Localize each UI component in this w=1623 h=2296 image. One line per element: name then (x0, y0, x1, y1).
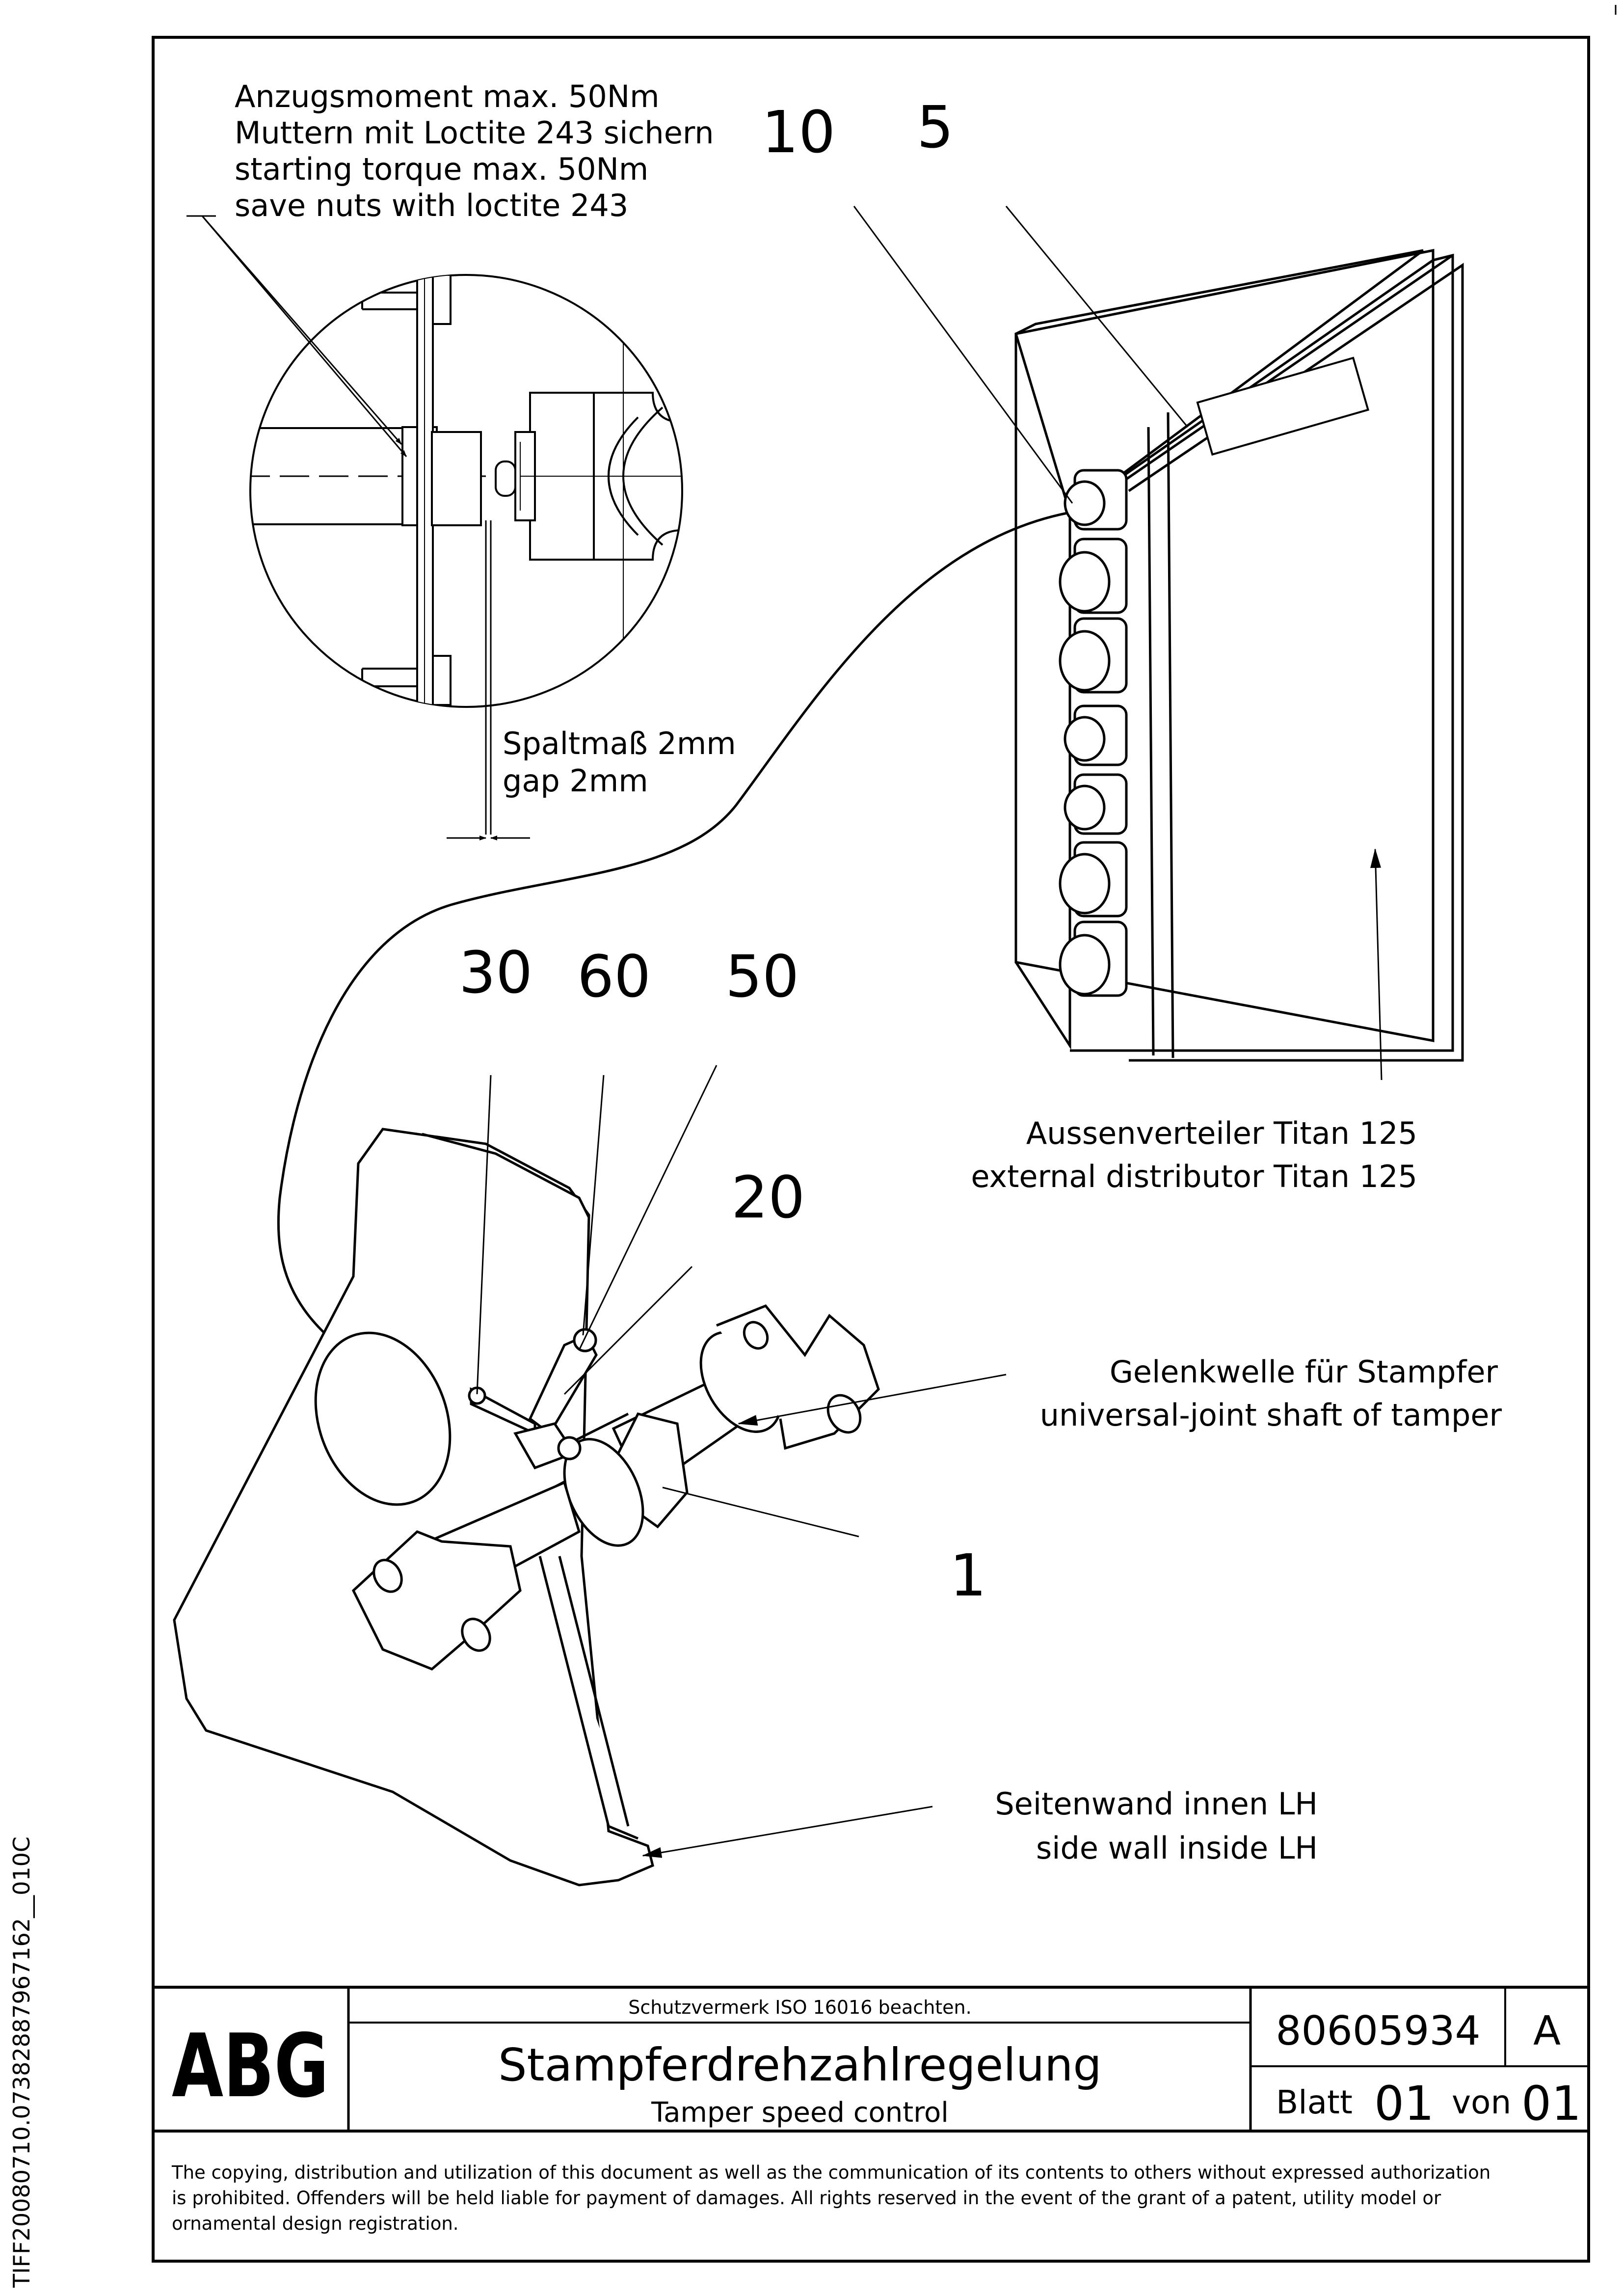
sheet-number: 01 (1374, 2076, 1434, 2131)
svg-text:Seitenwand innen LH: Seitenwand innen LH (995, 1786, 1318, 1822)
svg-text:Anzugsmoment max. 50Nm: Anzugsmoment max. 50Nm (235, 79, 660, 114)
svg-text:Spaltmaß 2mm: Spaltmaß 2mm (503, 726, 736, 761)
svg-text:Muttern mit Loctite 243 sicher: Muttern mit Loctite 243 sichern (235, 115, 714, 151)
svg-text:save nuts with loctite 243: save nuts with loctite 243 (235, 188, 628, 223)
svg-text:is prohibited. Offenders will: is prohibited. Offenders will be held li… (172, 2188, 1441, 2209)
abg-logo: ABG (172, 2015, 329, 2117)
connector-sockets (1059, 469, 1128, 997)
callout-labels: Aussenverteiler Titan 125 external distr… (971, 1115, 1502, 1866)
item-30: 30 (459, 939, 532, 1006)
title-en: Tamper speed control (651, 2097, 949, 2129)
distributor-arrow (1370, 848, 1383, 1080)
torque-leaders (186, 215, 407, 457)
svg-text:The copying, distribution and: The copying, distribution and utilizatio… (171, 2162, 1490, 2183)
item-5: 5 (917, 93, 954, 161)
tamper-leaders (476, 206, 1189, 1858)
doc-number: 80605934 (1276, 2008, 1480, 2054)
svg-text:Aussenverteiler Titan 125: Aussenverteiler Titan 125 (1026, 1115, 1417, 1151)
svg-text:external distributor Titan 125: external distributor Titan 125 (971, 1159, 1417, 1194)
gap-note: Spaltmaß 2mm gap 2mm (503, 726, 736, 799)
item-10: 10 (762, 98, 835, 166)
revision: A (1533, 2008, 1561, 2054)
title-block (153, 1986, 1589, 2133)
cable (277, 512, 1068, 1410)
svg-text:starting torque max. 50Nm: starting torque max. 50Nm (235, 151, 648, 187)
copyright-notice: The copying, distribution and utilizatio… (171, 2162, 1490, 2234)
svg-text:side wall inside LH: side wall inside LH (1036, 1830, 1318, 1866)
protection-note: Schutzvermerk ISO 16016 beachten. (628, 1997, 971, 2018)
side-file-id: TIFF20080710.07382887967162__010C (8, 1837, 35, 2288)
item-50: 50 (725, 943, 799, 1010)
svg-text:Gelenkwelle für Stampfer: Gelenkwelle für Stampfer (1110, 1354, 1498, 1390)
title-de: Stampferdrehzahlregelung (498, 2039, 1102, 2091)
sheet-total: 01 (1521, 2076, 1581, 2131)
sheet-label: Blatt (1276, 2083, 1353, 2121)
svg-text:ornamental design registration: ornamental design registration. (172, 2213, 459, 2234)
item-1: 1 (950, 1541, 986, 1609)
item-20: 20 (731, 1163, 805, 1231)
detail-view (249, 274, 683, 840)
torque-note: Anzugsmoment max. 50Nm Muttern mit Locti… (235, 79, 714, 223)
item-numbers: 10 5 30 60 50 20 1 (459, 93, 986, 1609)
svg-text:universal-joint shaft of tampe: universal-joint shaft of tamper (1040, 1397, 1502, 1433)
tamper-assembly (173, 1128, 880, 1887)
item-60: 60 (577, 943, 651, 1010)
svg-text:gap 2mm: gap 2mm (503, 763, 648, 799)
of-label: von (1452, 2083, 1511, 2121)
drawing-frame (152, 36, 1590, 2263)
